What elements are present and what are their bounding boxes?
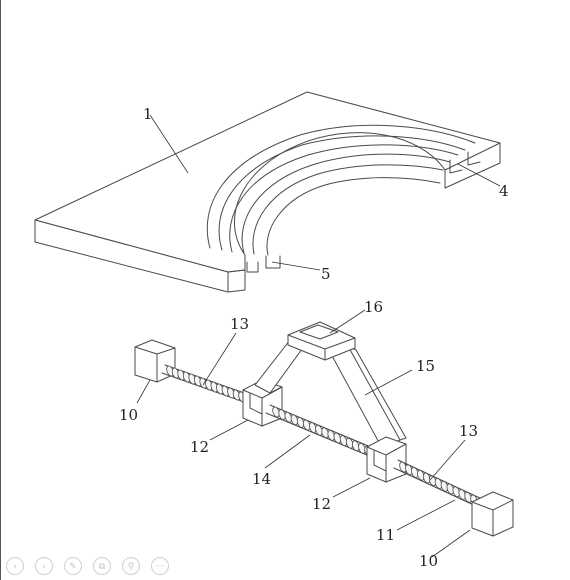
label-4-group: 4 [457,163,509,200]
label-13-right-group: 13 [429,422,478,481]
label-top-cap: 16 [364,298,383,316]
label-15-group: 15 [364,357,435,396]
label-12-right-group: 12 [312,477,371,513]
label-slider-right: 12 [312,495,331,513]
label-1-group: 1 [143,105,189,174]
label-5-group: 5 [271,261,331,283]
label-10-right-group: 10 [419,529,471,570]
label-11-group: 11 [376,499,456,544]
label-plate: 1 [143,105,153,123]
screw-left [161,364,251,404]
edit-icon[interactable]: ✎ [64,557,82,575]
label-end-block-left: 10 [119,406,138,424]
page-left-border [0,0,1,580]
label-end-block-right: 10 [419,552,438,570]
end-block-right [471,491,514,537]
label-outer-groove: 4 [499,182,509,200]
next-page-icon[interactable]: › [35,557,53,575]
top-cap [287,321,356,361]
copy-icon[interactable]: ⧉ [93,557,111,575]
label-screw-middle: 14 [252,470,271,488]
label-10-left-group: 10 [119,379,151,424]
more-icon[interactable]: ⋯ [151,557,169,575]
label-slider-left: 12 [190,438,209,456]
label-14-group: 14 [252,434,311,488]
label-screw-right-end: 11 [376,526,395,544]
label-inner-groove: 5 [321,265,331,283]
label-screw-left: 13 [230,315,249,333]
screw-middle [265,404,379,459]
label-13-left-group: 13 [202,315,249,386]
prev-page-icon[interactable]: ‹ [6,557,24,575]
viewer-toolbar: ‹ › ✎ ⧉ ⚲ ⋯ [6,556,169,576]
base-plate [34,91,501,293]
zoom-icon[interactable]: ⚲ [122,557,140,575]
curved-grooves [206,124,481,273]
end-block-left [134,339,176,383]
slider-right [366,436,407,483]
label-support-arm: 15 [416,357,435,375]
label-12-left-group: 12 [190,419,249,456]
label-16-group: 16 [329,298,383,334]
label-screw-right: 13 [459,422,478,440]
screw-right [393,459,483,508]
